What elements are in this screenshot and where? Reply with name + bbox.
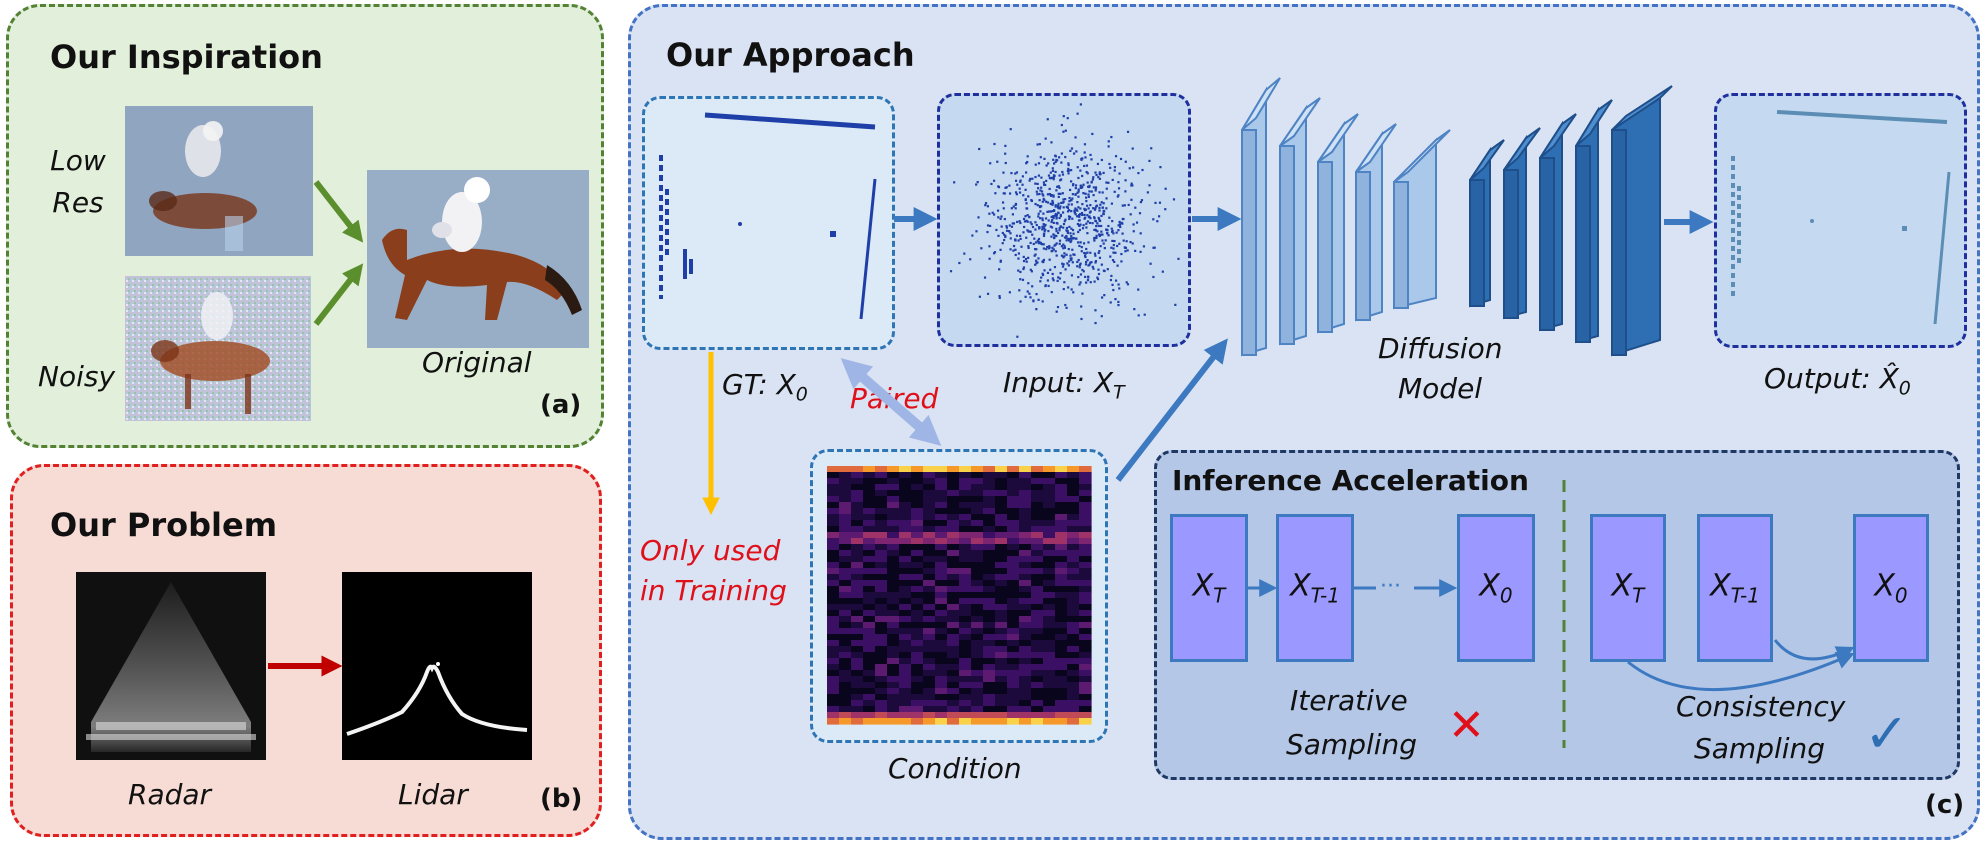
arrow-noisy-to-original	[313, 263, 364, 326]
condition-label: Condition	[888, 752, 1022, 785]
panel-c-tag: (c)	[1925, 790, 1965, 820]
iterative-block-xt-1-label: XT-1	[1279, 569, 1351, 608]
output-lidar-image	[1714, 93, 1967, 348]
arrow-low-res-to-original	[313, 180, 364, 243]
iterative-block-xt-1-sub: T-1	[1310, 583, 1340, 608]
consistency-block-xt-1: XT-1	[1697, 514, 1773, 662]
gt-lidar-image	[642, 96, 895, 350]
arrow-condition-to-model	[1115, 338, 1228, 482]
consistency-block-xt-sub: T	[1632, 583, 1645, 608]
iterative-block-x0-label: X0	[1460, 569, 1532, 608]
noisy-label: Noisy	[38, 360, 116, 393]
iterative-block-xt-1: XT-1	[1276, 514, 1354, 662]
diffusion-model-label-line2: Model	[1398, 372, 1483, 405]
consistency-block-x0-sub: 0	[1894, 583, 1908, 608]
radar-label: Radar	[128, 778, 212, 811]
low-res-horse-image	[125, 106, 313, 256]
input-label-text: Input: X	[1003, 366, 1114, 399]
arrow-cons-xt-to-x0	[1627, 652, 1855, 691]
output-label-text: Output: X̂	[1764, 362, 1899, 395]
iterative-block-x0-main: X	[1479, 568, 1500, 604]
condition-heatmap-image	[810, 449, 1108, 743]
iterative-block-xt-sub: T	[1213, 583, 1226, 608]
iterative-sampling-label-line1: Iterative	[1290, 684, 1408, 717]
inference-acceleration-title: Inference Acceleration	[1172, 464, 1529, 497]
panel-a-tag: (a)	[540, 390, 582, 420]
iterative-block-xt-main: X	[1192, 568, 1214, 604]
output-label: Output: X̂0	[1764, 362, 1911, 400]
radar-image	[76, 572, 266, 760]
check-mark-icon: ✓	[1864, 702, 1910, 765]
lidar-image	[342, 572, 532, 760]
consistency-block-x0: X0	[1853, 514, 1929, 662]
consistency-block-x0-main: X	[1874, 568, 1895, 604]
only-used-label-line2: in Training	[640, 574, 787, 607]
iterative-block-x0-sub: 0	[1499, 583, 1513, 608]
consistency-block-xt-1-sub: T-1	[1730, 583, 1760, 608]
panel-b-tag: (b)	[540, 784, 583, 814]
input-noise-image	[937, 93, 1191, 347]
panel-inspiration-title: Our Inspiration	[50, 38, 323, 76]
low-res-label-line1: Low	[50, 144, 106, 177]
output-label-sub: 0	[1898, 377, 1911, 400]
cross-mark-icon: ✕	[1448, 700, 1485, 751]
low-res-label-line2: Res	[52, 186, 104, 219]
consistency-block-xt-label: XT	[1593, 569, 1663, 608]
lidar-label: Lidar	[398, 778, 468, 811]
input-label-sub: T	[1113, 381, 1125, 404]
consistency-block-xt: XT	[1590, 514, 1666, 662]
gt-label-sub: 0	[795, 383, 808, 406]
consistency-sampling-label-line2: Sampling	[1694, 732, 1826, 765]
consistency-block-xt-1-label: XT-1	[1700, 569, 1770, 608]
iterative-block-xt-1-main: X	[1290, 568, 1311, 604]
input-label: Input: XT	[1003, 366, 1125, 404]
panel-approach-title: Our Approach	[666, 36, 915, 74]
original-horse-image	[367, 170, 589, 348]
consistency-block-xt-main: X	[1611, 568, 1633, 604]
gt-label-text: GT: X	[722, 368, 796, 401]
noisy-horse-image	[125, 276, 311, 421]
diffusion-model-label-line1: Diffusion	[1378, 332, 1503, 365]
only-used-label-line1: Only used	[640, 534, 781, 567]
arrow-cons-xt1-to-x0	[1773, 639, 1855, 663]
panel-problem-title: Our Problem	[50, 506, 278, 544]
arrow-iter-dots: ···	[1380, 574, 1401, 599]
gt-label: GT: X0	[722, 368, 808, 406]
consistency-sampling-label-line1: Consistency	[1676, 690, 1846, 723]
iterative-block-xt: XT	[1170, 514, 1248, 662]
arrow-paired	[840, 358, 942, 446]
original-label: Original	[422, 346, 532, 379]
consistency-block-xt-1-main: X	[1710, 568, 1731, 604]
iterative-block-x0: X0	[1457, 514, 1535, 662]
consistency-block-x0-label: X0	[1856, 569, 1926, 608]
iterative-sampling-label-line2: Sampling	[1286, 728, 1418, 761]
iterative-block-xt-label: XT	[1173, 569, 1245, 608]
